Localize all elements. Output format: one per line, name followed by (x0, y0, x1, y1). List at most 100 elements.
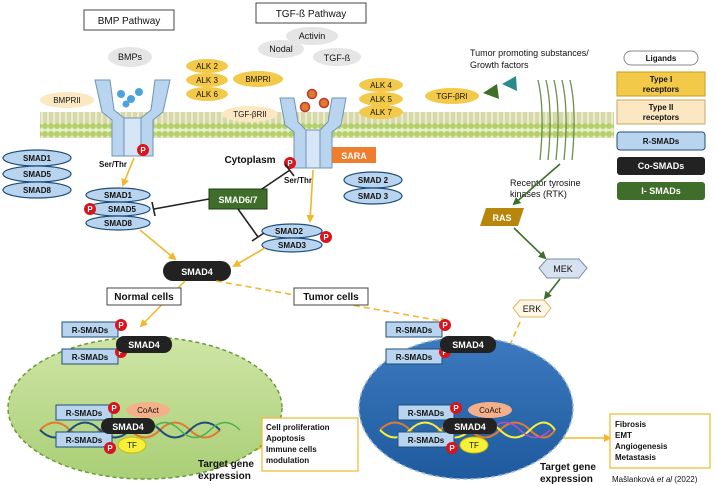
svg-text:TGF-βRI: TGF-βRI (436, 92, 467, 101)
svg-text:R-SMADs: R-SMADs (396, 353, 433, 362)
svg-text:BMPs: BMPs (118, 52, 143, 62)
legend-ligands: Ligands (623, 50, 699, 66)
svg-text:TGF-ß Pathway: TGF-ß Pathway (276, 9, 347, 20)
svg-text:P: P (449, 444, 455, 453)
citation: Mašlanková et al (2022) (612, 475, 698, 484)
svg-text:SMAD1: SMAD1 (23, 154, 52, 163)
target-gene-normal-line1: Target gene (198, 459, 254, 470)
tumor-cell: R-SMADs P R-SMADs P SMAD4 R-SMADs P R-SM… (358, 319, 574, 480)
svg-text:SMAD4: SMAD4 (452, 340, 484, 350)
svg-text:receptors: receptors (643, 85, 680, 94)
rtk-label-line2: kinases (RTK) (510, 189, 567, 199)
svg-text:ERK: ERK (523, 304, 542, 314)
svg-text:R-SMADs: R-SMADs (408, 436, 445, 445)
svg-text:P: P (140, 146, 146, 155)
svg-text:Co-SMADs: Co-SMADs (638, 161, 685, 171)
svg-text:TGF-ß: TGF-ß (324, 53, 351, 63)
tgf-pathway-title: TGF-ß Pathway (255, 2, 367, 24)
svg-text:SMAD6/7: SMAD6/7 (218, 195, 257, 205)
rtk-label-line1: Receptor tyrosine (510, 178, 581, 188)
svg-text:TF: TF (469, 441, 479, 450)
rtk-to-ras-arrow (512, 163, 561, 206)
legend-rsmads: R-SMADs (616, 131, 706, 151)
ras-node: RAS (480, 208, 524, 226)
svg-text:Activin: Activin (299, 31, 326, 41)
svg-text:SMAD1: SMAD1 (104, 191, 133, 200)
target-gene-tumor-line1: Target gene (540, 462, 596, 473)
ser-thr-label-tgf: Ser/Thr (284, 176, 312, 185)
svg-text:P: P (453, 404, 459, 413)
svg-text:I- SMADs: I- SMADs (641, 186, 681, 196)
svg-text:R-SMADs: R-SMADs (643, 137, 680, 146)
alk-stack-tgf: ALK 4 ALK 5 ALK 7 (359, 78, 403, 119)
bmpri-label: BMPRI (233, 71, 283, 87)
svg-text:SMAD 3: SMAD 3 (358, 192, 389, 201)
erk-node: ERK (512, 299, 552, 318)
svg-text:ALK 2: ALK 2 (196, 62, 218, 71)
svg-text:P: P (287, 159, 293, 168)
alk-stack-bmp: ALK 2 ALK 3 ALK 6 (186, 59, 228, 101)
ser-thr-label-bmp: Ser/Thr (99, 160, 127, 169)
svg-text:P: P (111, 404, 117, 413)
svg-text:R-SMADs: R-SMADs (408, 409, 445, 418)
target-gene-normal-line2: expression (198, 471, 251, 482)
svg-text:SMAD4: SMAD4 (454, 422, 486, 432)
tgf-receptor (279, 97, 347, 169)
svg-text:TF: TF (127, 441, 137, 450)
svg-text:Normal cells: Normal cells (114, 292, 174, 303)
legend-type2: Type II receptors (616, 99, 706, 125)
ligand-bmps: BMPs (108, 47, 152, 108)
svg-text:Immune cells: Immune cells (266, 445, 317, 454)
ligand-nodal: Nodal (258, 40, 304, 58)
mek-to-erk-arrow (543, 278, 561, 300)
svg-text:SARA: SARA (341, 151, 367, 161)
svg-text:BMPRI: BMPRI (245, 75, 270, 84)
svg-text:Cell proliferation: Cell proliferation (266, 423, 330, 432)
svg-text:BMP Pathway: BMP Pathway (98, 16, 161, 27)
svg-text:R-SMADs: R-SMADs (66, 409, 103, 418)
svg-text:Metastasis: Metastasis (615, 453, 656, 462)
sara-box: SARA (332, 147, 376, 163)
svg-text:ALK 7: ALK 7 (370, 108, 392, 117)
normal-cells-label: Normal cells (106, 287, 182, 306)
legend-cosmads: Co-SMADs (617, 157, 705, 175)
legend: Ligands Type I receptors Type II recepto… (616, 50, 706, 200)
svg-text:SMAD8: SMAD8 (104, 219, 133, 228)
svg-text:P: P (118, 321, 124, 330)
bmprii-label: BMPRII (40, 92, 94, 108)
smad4-central: SMAD4 (163, 261, 231, 281)
smad67-inhibitor: SMAD6/7 (208, 188, 268, 210)
legend-type1: Type I receptors (616, 71, 706, 97)
svg-text:ALK 4: ALK 4 (370, 81, 392, 90)
svg-text:ALK 3: ALK 3 (196, 76, 218, 85)
svg-text:SMAD3: SMAD3 (278, 241, 307, 250)
svg-text:P: P (87, 205, 93, 214)
svg-text:P: P (107, 444, 113, 453)
tumor-substances-line1: Tumor promoting substances/ (470, 48, 589, 58)
svg-text:MEK: MEK (553, 264, 573, 274)
svg-text:Angiogenesis: Angiogenesis (615, 442, 668, 451)
svg-text:RAS: RAS (492, 213, 511, 223)
svg-text:SMAD2: SMAD2 (275, 227, 304, 236)
svg-text:P: P (442, 321, 448, 330)
svg-text:SMAD5: SMAD5 (108, 205, 137, 214)
normal-outcomes-box: Cell proliferation Apoptosis Immune cell… (261, 417, 359, 472)
legend-ismads: I- SMADs (617, 182, 705, 200)
svg-text:modulation: modulation (266, 456, 309, 465)
smad-stack-phosphorylated-bmp: SMAD1 SMAD5 SMAD8 P (84, 187, 151, 231)
svg-text:TGF-βRII: TGF-βRII (233, 110, 266, 119)
tumor-substances-line2: Growth factors (470, 60, 529, 70)
bmp-pathway-title: BMP Pathway (83, 9, 175, 31)
svg-text:SMAD4: SMAD4 (128, 340, 160, 350)
ligand-tgf-b: TGF-ß (313, 48, 361, 66)
svg-text:SMAD4: SMAD4 (181, 267, 213, 277)
inhibition-lines (151, 163, 295, 242)
tgf-bri-label: TGF-βRI (425, 88, 479, 104)
cytoplasm-label: Cytoplasm (224, 155, 275, 166)
svg-text:CoAct: CoAct (479, 406, 502, 415)
svg-text:Type I: Type I (650, 75, 673, 84)
smad23-stack-phosphorylated: SMAD2 SMAD3 P (261, 223, 332, 253)
ligand-activin: Activin (286, 27, 338, 45)
svg-text:Ligands: Ligands (646, 54, 677, 63)
